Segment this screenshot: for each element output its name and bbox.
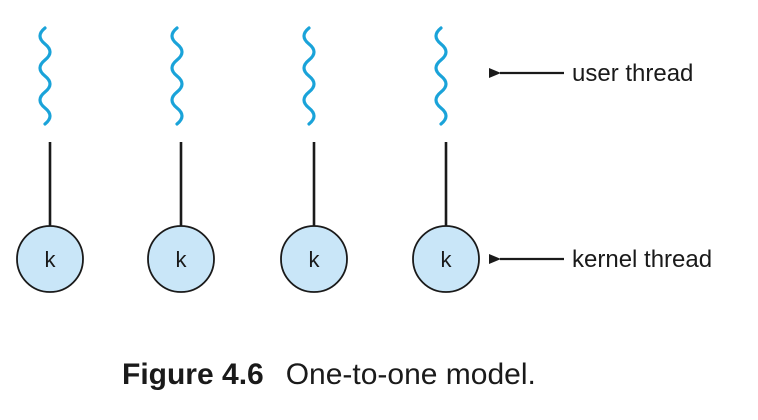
kernel-thread-circle (16, 225, 84, 293)
kernel-thread-label: k (441, 247, 453, 272)
user-thread-wave (434, 26, 448, 126)
thread-pair: k (16, 26, 84, 293)
thread-pair: k (412, 26, 480, 293)
user-thread-wave (38, 26, 52, 126)
kernel-thread-label-text: kernel thread (572, 246, 712, 273)
kernel-thread-label: k (45, 247, 57, 272)
figure-title: One-to-one model. (285, 358, 536, 391)
figure-number: Figure 4.6 (122, 358, 264, 391)
user-thread-wave (302, 26, 316, 126)
thread-pair: k (280, 26, 348, 293)
kernel-thread-circle (280, 225, 348, 293)
figure-caption: Figure 4.6 One-to-one model. (122, 358, 536, 392)
kernel-thread-label: k (309, 247, 321, 272)
user-thread-wave (170, 26, 184, 126)
kernel-thread-label: k (176, 247, 188, 272)
thread-pair: k (147, 26, 215, 293)
user-thread-label: user thread (572, 60, 693, 87)
kernel-thread-circle (412, 225, 480, 293)
kernel-thread-circle (147, 225, 215, 293)
